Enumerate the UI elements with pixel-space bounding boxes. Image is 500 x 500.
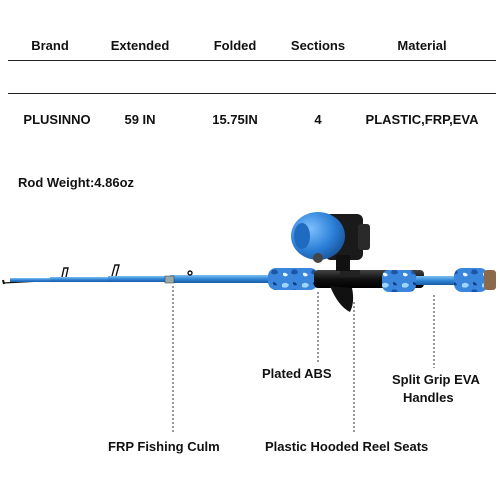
rod-weight: Rod Weight:4.86oz (18, 175, 135, 190)
table-header-rule (8, 93, 496, 94)
rear-eva-grip-1 (382, 270, 416, 292)
callout-frp-culm: FRP Fishing Culm (108, 439, 220, 454)
callout-plated-abs: Plated ABS (262, 366, 332, 381)
rod-tip-section (2, 275, 270, 285)
rod-butt-shaft (416, 276, 456, 285)
header-folded: Folded (213, 38, 257, 53)
header-extended: Extended (110, 38, 170, 53)
value-extended: 59 IN (124, 112, 156, 127)
callout-split-grip-line1: Split Grip EVA (392, 372, 480, 387)
front-eva-grip (268, 268, 318, 290)
value-brand: PLUSINNO (23, 112, 91, 127)
header-sections: Sections (290, 38, 346, 53)
value-folded: 15.75IN (212, 112, 258, 127)
callout-leaders (172, 286, 435, 432)
spincast-reel (291, 212, 370, 271)
cork-butt-cap (484, 270, 496, 290)
table-top-rule (8, 60, 496, 61)
line-guides (61, 264, 193, 278)
value-material: PLASTIC,FRP,EVA (365, 112, 479, 127)
fishing-rod-illustration (2, 212, 496, 432)
value-sections: 4 (314, 112, 322, 127)
rear-eva-grip-2 (454, 268, 488, 292)
spec-header-row: Brand Extended Folded Sections Material (0, 38, 500, 62)
header-material: Material (397, 38, 447, 53)
header-brand: Brand (31, 38, 69, 53)
callout-reel-seats: Plastic Hooded Reel Seats (265, 439, 429, 454)
spec-values-row: PLUSINNO 59 IN 15.75IN 4 PLASTIC,FRP,EVA (0, 112, 500, 136)
callout-split-grip-line2: Handles (403, 390, 454, 405)
